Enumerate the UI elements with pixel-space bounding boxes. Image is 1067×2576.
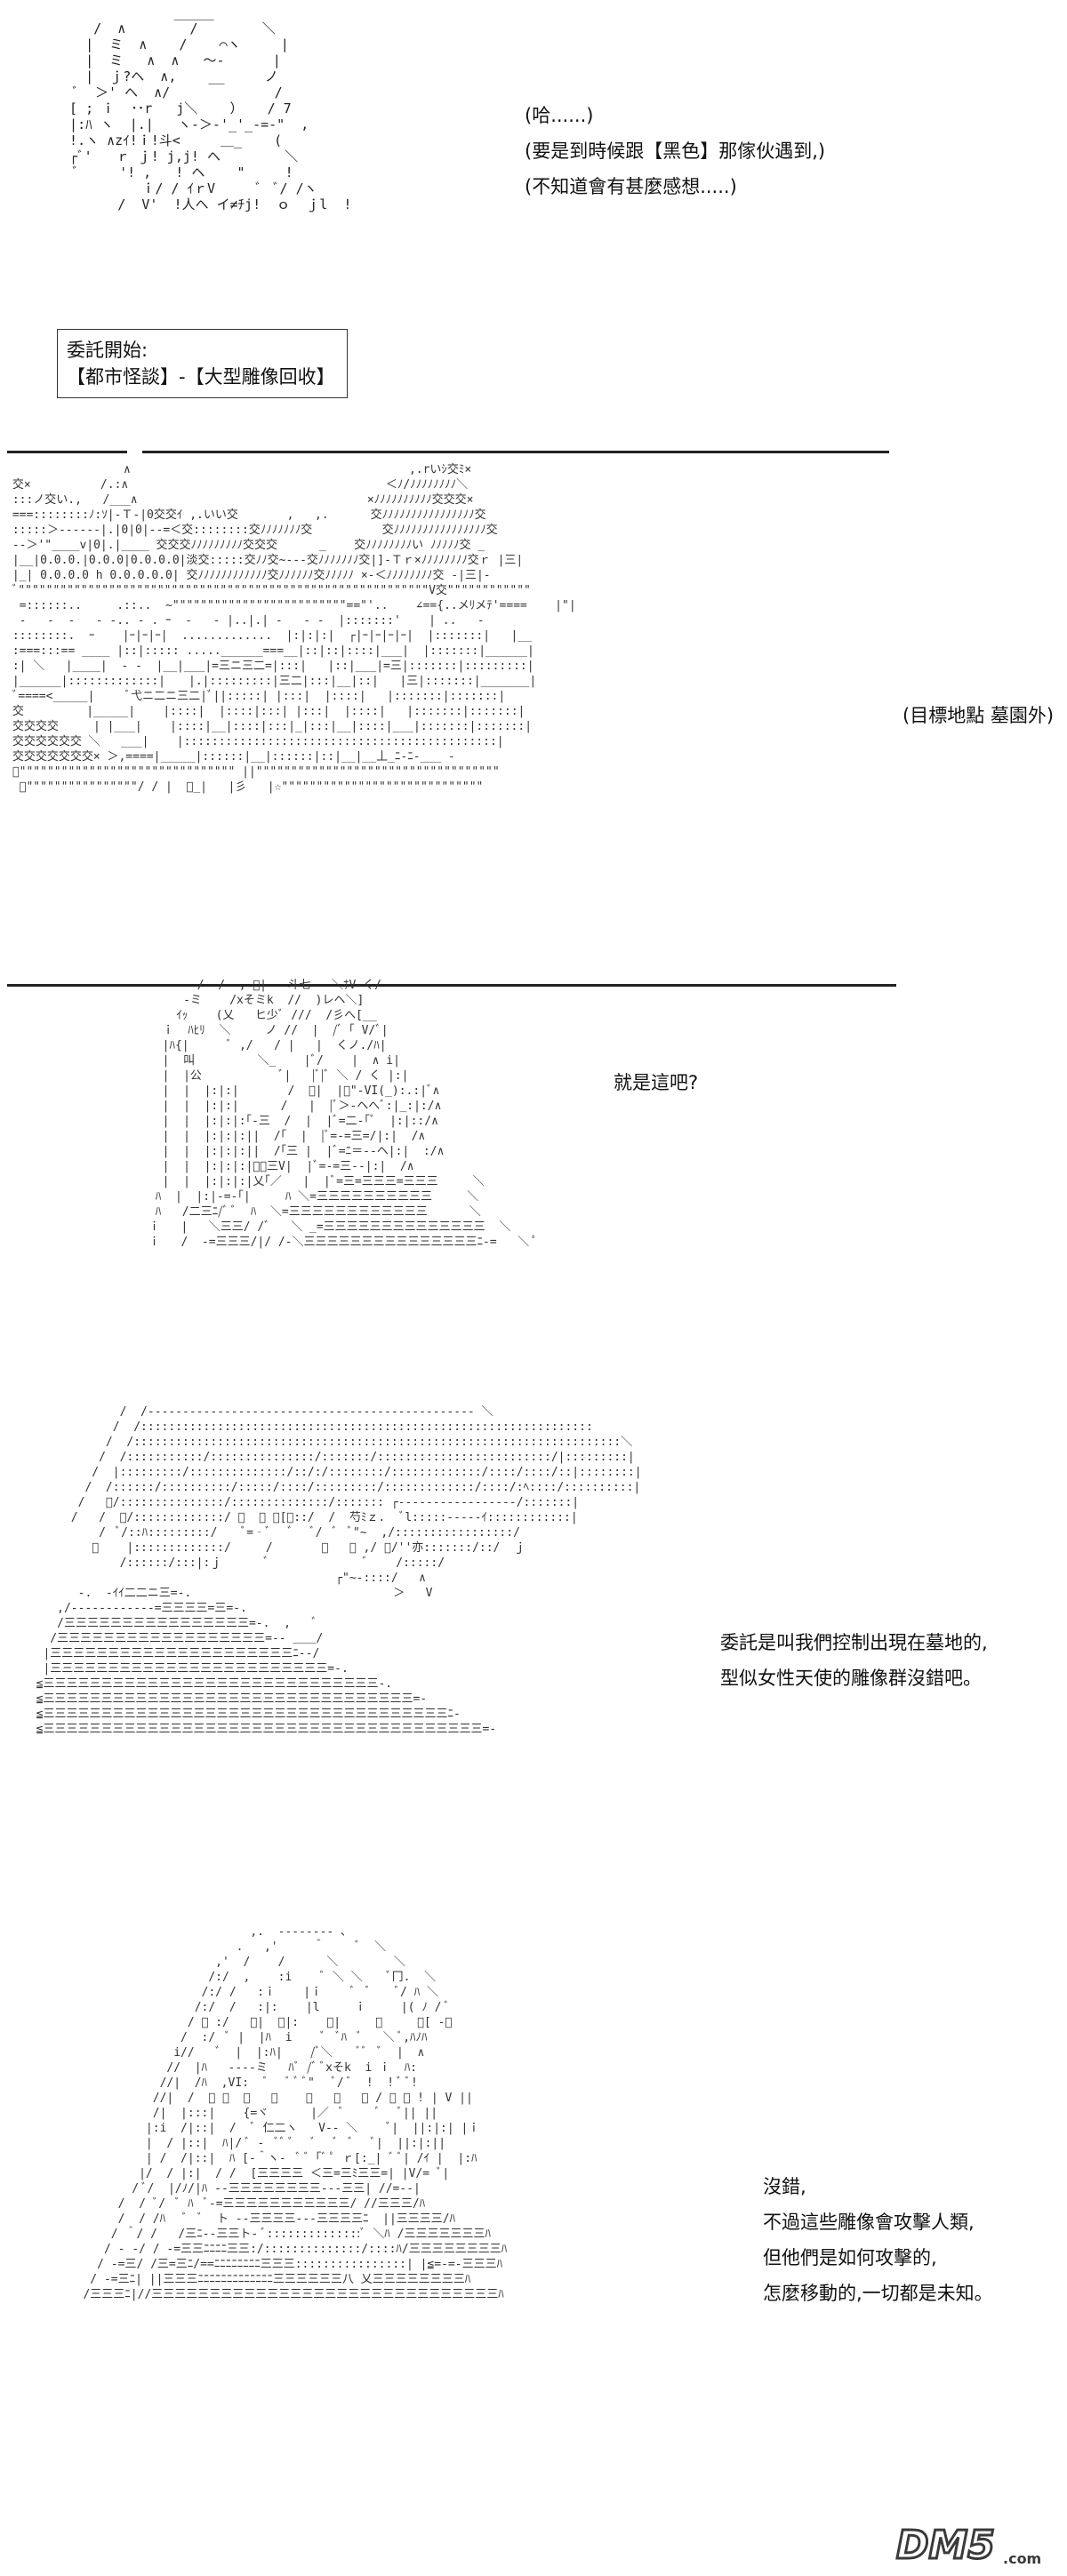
speech-bubble: 委託是叫我們控制出現在墓地的, 型似女性天使的雕像群沒錯吧。 [720, 1625, 988, 1696]
ascii-art-character-closeup: / /‐‐‐‐‐‐‐‐‐‐‐‐‐‐‐‐‐‐‐‐‐‐‐‐‐‐‐‐‐‐‐‐‐‐‐‐‐… [36, 1405, 642, 1736]
dm5-watermark-logo: DM5 .com [895, 2522, 1042, 2570]
ascii-art-character-thinking: _____ / ∧ / ＼ | ミ ∧ / ⌒ヽ | | ミ ∧ ∧ ～‐ | … [69, 4, 352, 212]
top-rule-right [142, 451, 889, 453]
speech-line: 委託是叫我們控制出現在墓地的, [720, 1632, 988, 1653]
speech-line: 不過這些雕像會攻擊人類, [763, 2212, 975, 2233]
thought-line: (不知道會有甚麼感想.....) [525, 176, 737, 197]
panel-reply: ,. ‐‐‐‐‐‐‐‐ ､ . ,' ＾ ﾞ ＼ ,' / / ＼ ＼ /:/ … [0, 1911, 1067, 2576]
panel-arrival: / / , ﾞ| 斗七 ＼ﾎV‐く/ ‐ミ /xそミk // )レヘ＼] ｲｯ … [0, 969, 1067, 1387]
speech-line: 型似女性天使的雕像群沒錯吧。 [720, 1668, 982, 1689]
watermark-brand: DM5 [896, 2523, 995, 2568]
thought-line: (哈......) [525, 105, 594, 126]
speech-line: 但他們是如何攻擊的, [763, 2247, 937, 2268]
panel-cityscape: ∧ ,.rいｼ交ﾐ× 交× /.:∧ ＜ﾉ/ﾉﾉﾉﾉﾉﾉﾉﾉ＼ :::ノ交い.,… [0, 427, 1067, 1004]
commission-box: 委託開始: 【都市怪談】-【大型雕像回收】 [57, 329, 348, 398]
panel-briefing: / /‐‐‐‐‐‐‐‐‐‐‐‐‐‐‐‐‐‐‐‐‐‐‐‐‐‐‐‐‐‐‐‐‐‐‐‐‐… [0, 1396, 1067, 1911]
commission-start-label: 委託開始: [67, 340, 148, 361]
thought-line: (要是到時候跟【黑色】那傢伙遇到,) [525, 140, 826, 162]
ascii-art-character-back: / / , ﾞ| 斗七 ＼ﾎV‐く/ ‐ミ /xそミk // )レヘ＼] ｲｯ … [148, 979, 538, 1249]
speech-bubble: 就是這吧? [614, 1065, 698, 1100]
watermark-suffix: .com [1003, 2550, 1041, 2567]
top-rule-left [7, 451, 127, 453]
bottom-rule [7, 984, 896, 987]
location-caption: (目標地點 墓園外) [903, 698, 1054, 733]
panel-thinking: _____ / ∧ / ＼ | ミ ∧ / ⌒ヽ | | ミ ∧ ∧ ～‐ | … [0, 0, 1067, 400]
commission-title: 【都市怪談】-【大型雕像回收】 [67, 366, 335, 388]
speech-line: 就是這吧? [614, 1072, 699, 1093]
ascii-art-character-reply: ,. ‐‐‐‐‐‐‐‐ ､ . ,' ＾ ﾞ ＼ ,' / / ＼ ＼ /:/ … [83, 1925, 508, 2301]
speech-line: 怎麼移動的,一切都是未知。 [763, 2283, 993, 2304]
ascii-art-cityscape: ∧ ,.rいｼ交ﾐ× 交× /.:∧ ＜ﾉ/ﾉﾉﾉﾉﾉﾉﾉﾉ＼ :::ノ交い.,… [5, 463, 576, 794]
inner-thoughts: (哈......) (要是到時候跟【黑色】那傢伙遇到,) (不知道會有甚麼感想.… [525, 98, 825, 204]
speech-bubble: 沒錯, 不過這些雕像會攻擊人類, 但他們是如何攻擊的, 怎麼移動的,一切都是未知… [763, 2169, 993, 2311]
speech-line: 沒錯, [763, 2176, 806, 2197]
caption-line: (目標地點 墓園外) [903, 705, 1055, 726]
